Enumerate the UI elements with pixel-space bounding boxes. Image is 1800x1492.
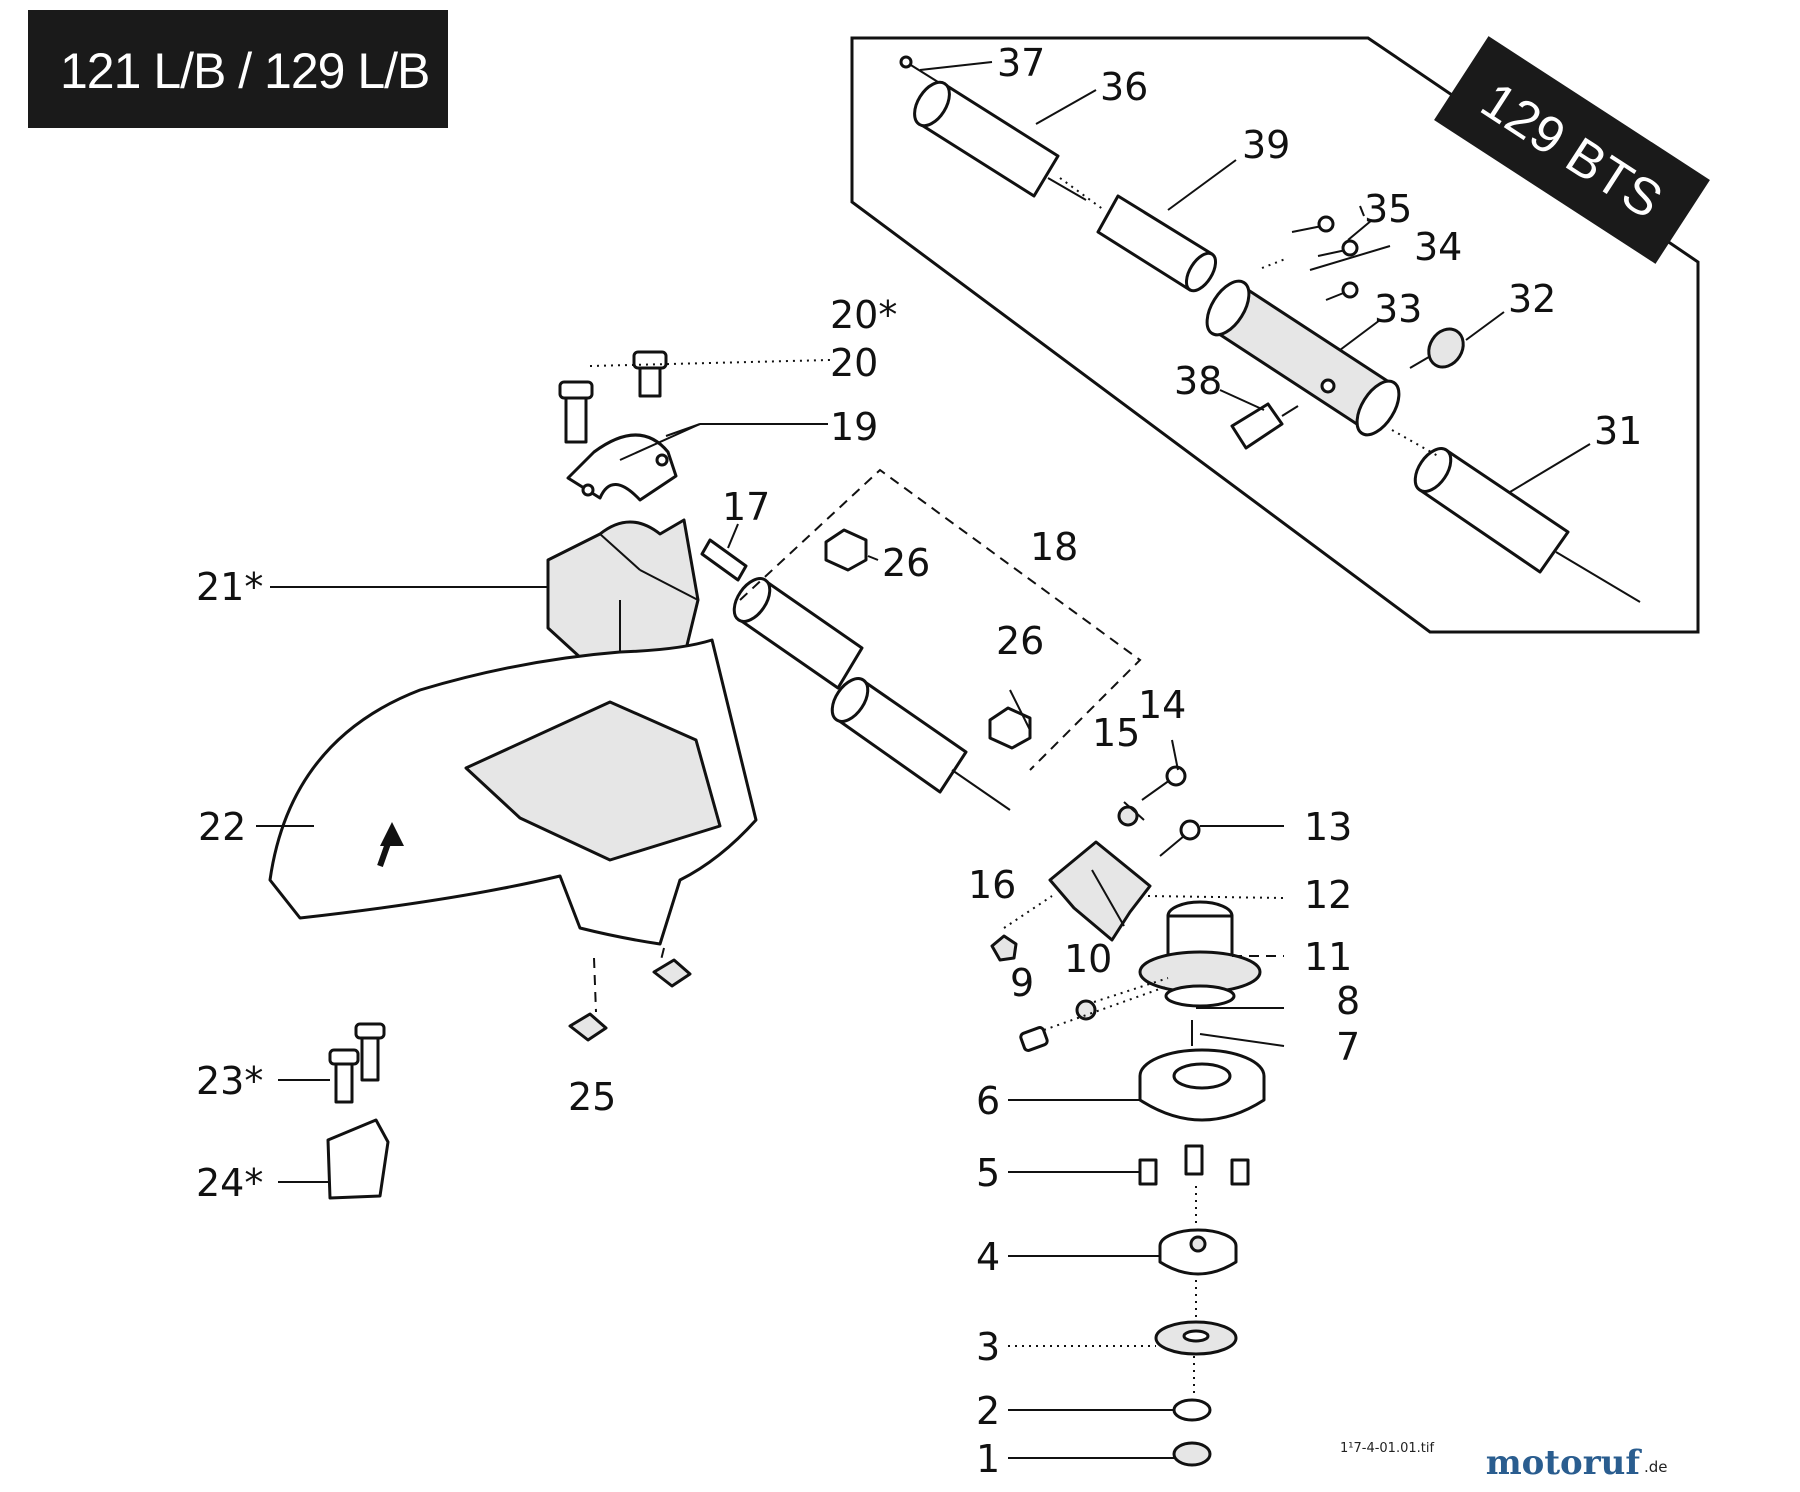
callout-13: 13: [1304, 805, 1352, 849]
callout-8: 8: [1336, 979, 1360, 1023]
part-11-gearhead: [1138, 900, 1262, 1008]
part-18-tubes: [732, 468, 1142, 811]
callout-7: 7: [1336, 1025, 1360, 1069]
model-title: 121 L/B / 129 L/B: [60, 43, 429, 99]
callout-26-lower: 26: [996, 619, 1044, 663]
callout-38: 38: [1174, 359, 1222, 403]
part-3-cup: [1154, 1320, 1238, 1356]
callout-14: 14: [1138, 683, 1186, 727]
part-34-screw: [1325, 281, 1359, 301]
callout-19: 19: [830, 405, 878, 449]
callout-22: 22: [198, 805, 246, 849]
callout-16: 16: [968, 863, 1016, 907]
callout-23-star: 23*: [196, 1059, 263, 1103]
callout-33: 33: [1374, 287, 1422, 331]
callout-12: 12: [1304, 873, 1352, 917]
callout-21-star: 21*: [196, 565, 263, 609]
leader-lines: [256, 61, 1591, 1459]
inset-tag-badge: 129 BTS: [1434, 36, 1710, 264]
part-36-tube: [913, 80, 1087, 201]
callout-31: 31: [1594, 409, 1642, 453]
part-4-disc: [1158, 1228, 1238, 1276]
callout-26-upper: 26: [882, 541, 930, 585]
part-12-clamp: [1048, 840, 1152, 942]
callout-18: 18: [1030, 525, 1078, 569]
callout-5: 5: [976, 1151, 1000, 1195]
callout-32: 32: [1508, 277, 1556, 321]
callout-10: 10: [1064, 937, 1112, 981]
callout-36: 36: [1100, 65, 1148, 109]
part-35-screws: [1291, 215, 1359, 257]
callout-37: 37: [997, 41, 1045, 85]
inset-129-bts: 129 BTS: [850, 36, 1710, 634]
part-16-nut: [990, 934, 1018, 962]
callout-9: 9: [1010, 961, 1034, 1005]
part-14-screw: [1141, 765, 1187, 801]
part-37-pin: [899, 55, 939, 83]
part-1-nut: [1172, 1441, 1212, 1467]
callout-34: 34: [1414, 225, 1462, 269]
callout-6: 6: [976, 1079, 1000, 1123]
callout-20-star: 20*: [830, 293, 897, 337]
logo-wordmark: motoruf: [1486, 1443, 1643, 1483]
callout-35: 35: [1364, 187, 1412, 231]
callout-1: 1: [976, 1437, 1000, 1481]
part-23-screws: [328, 1022, 386, 1104]
part-13-screw: [1159, 819, 1201, 857]
callout-3: 3: [976, 1325, 1000, 1369]
part-2-washer: [1172, 1398, 1212, 1422]
part-33-coupling: [1205, 279, 1401, 437]
callout-24-star: 24*: [196, 1161, 263, 1205]
part-31-tube: [1413, 447, 1641, 603]
site-logo: motoruf .de: [1486, 1443, 1668, 1483]
part-25-nuts: [568, 958, 692, 1042]
part-39-sleeve: [1096, 194, 1218, 293]
part-10-washer: [1075, 999, 1097, 1021]
callout-labels: 37 36 39 35 34 32 33 38 31 20* 20 19 21*…: [196, 41, 1642, 1481]
callout-39: 39: [1242, 123, 1290, 167]
callout-25: 25: [568, 1075, 616, 1119]
part-38-fitting: [1230, 402, 1299, 450]
part-22-guard: [268, 638, 758, 946]
part-20-screws: [558, 350, 668, 444]
logo-suffix: .de: [1644, 1458, 1668, 1476]
callout-20: 20: [830, 341, 878, 385]
part-9-plug: [1019, 1026, 1049, 1052]
part-32-knob: [1409, 327, 1465, 369]
file-name: 1¹7-4-01.01.tif: [1340, 1441, 1434, 1456]
callout-15: 15: [1092, 711, 1140, 755]
callout-11: 11: [1304, 935, 1352, 979]
part-6-flange: [1138, 1048, 1266, 1122]
callout-2: 2: [976, 1389, 1000, 1433]
part-17-shaft: [700, 538, 748, 582]
callout-17: 17: [722, 485, 770, 529]
part-19-clamp: [566, 433, 678, 502]
callout-4: 4: [976, 1235, 1000, 1279]
part-15-washer: [1117, 805, 1139, 827]
part-5-screws: [1138, 1144, 1250, 1186]
part-24-bracket: [326, 1118, 390, 1200]
part-26-washers: [824, 528, 1032, 750]
model-title-badge: 121 L/B / 129 L/B: [28, 10, 448, 128]
